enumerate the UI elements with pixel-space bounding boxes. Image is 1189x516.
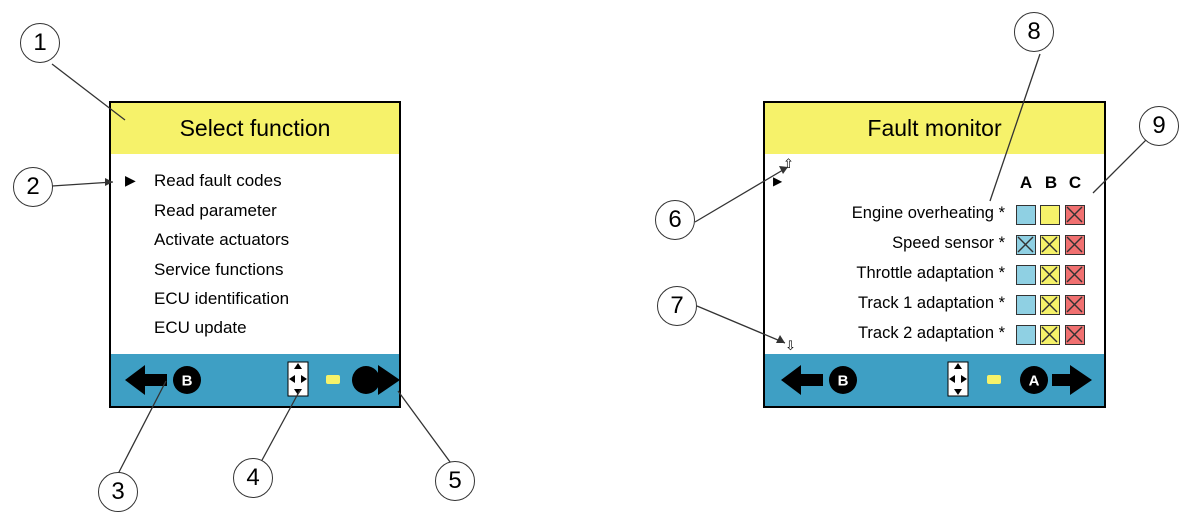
fault-status-cell-b — [1040, 205, 1060, 225]
fault-status-cell-b — [1040, 265, 1060, 285]
screen-title-bar: Select function — [111, 103, 399, 154]
callout-9: 9 — [1139, 106, 1179, 146]
status-indicator — [326, 375, 340, 384]
menu-item-read-parameter[interactable]: Read parameter — [154, 201, 277, 220]
menu-item-activate-actuators[interactable]: Activate actuators — [154, 230, 290, 249]
callout-5: 5 — [435, 461, 475, 501]
callout-7: 7 — [657, 286, 697, 326]
footer-bar: B A — [765, 354, 1104, 406]
callout-1: 1 — [20, 23, 60, 63]
fault-status-cell-b — [1040, 325, 1060, 345]
fault-status-cell-a — [1016, 325, 1036, 345]
menu-item-ecu-identification[interactable]: ECU identification — [154, 289, 290, 308]
fault-row-label[interactable]: Engine overheating * — [851, 204, 1005, 222]
select-function-screen: Select function ▶ Read fault codes Read … — [109, 101, 401, 408]
menu-item-ecu-update[interactable]: ECU update — [154, 318, 247, 337]
fault-status-cell-b — [1040, 295, 1060, 315]
column-header-c: C — [1068, 173, 1082, 192]
forward-arrow-icon[interactable]: A — [352, 363, 444, 397]
fault-status-cell-c — [1065, 295, 1085, 315]
fault-status-cell-a — [1016, 235, 1036, 255]
fault-status-cell-a — [1016, 265, 1036, 285]
fault-status-cell-c — [1065, 265, 1085, 285]
fault-row-label[interactable]: Speed sensor * — [892, 234, 1005, 252]
callout-4: 4 — [233, 458, 273, 498]
screen-title-bar: Fault monitor — [765, 103, 1104, 154]
button-a-label: A — [1029, 373, 1040, 390]
fault-monitor-screen: Fault monitor ⇧ ▶ ⇩ A B C Engine overhea… — [763, 101, 1106, 408]
callout-8: 8 — [1014, 12, 1054, 52]
fault-status-cell-a — [1016, 205, 1036, 225]
button-b-label: B — [182, 373, 193, 390]
selection-pointer-icon: ▶ — [125, 172, 136, 188]
fault-status-cell-a — [1016, 295, 1036, 315]
column-header-b: B — [1044, 173, 1058, 192]
fault-row-label[interactable]: Track 1 adaptation * — [857, 294, 1005, 312]
screen-title: Select function — [179, 115, 331, 141]
navigation-pad-icon[interactable] — [947, 361, 969, 397]
column-header-a: A — [1019, 173, 1033, 192]
menu-item-service-functions[interactable]: Service functions — [154, 260, 284, 279]
footer-bar: B A — [111, 354, 400, 406]
fault-status-cell-c — [1065, 205, 1085, 225]
selection-pointer-icon: ▶ — [773, 174, 783, 188]
screen-title: Fault monitor — [867, 115, 1002, 141]
status-indicator — [987, 375, 1001, 384]
forward-arrow-icon[interactable]: A — [1020, 363, 1100, 397]
menu-item-read-fault-codes[interactable]: Read fault codes — [154, 171, 282, 190]
fault-row-label[interactable]: Track 2 adaptation * — [857, 324, 1005, 342]
back-arrow-icon[interactable]: B — [125, 363, 205, 397]
scroll-down-icon[interactable]: ⇩ — [785, 338, 796, 353]
fault-status-cell-c — [1065, 235, 1085, 255]
fault-row-label[interactable]: Throttle adaptation * — [856, 264, 1005, 282]
scroll-up-icon[interactable]: ⇧ — [783, 156, 794, 171]
fault-status-cell-c — [1065, 325, 1085, 345]
back-arrow-icon[interactable]: B — [781, 363, 861, 397]
fault-status-cell-b — [1040, 235, 1060, 255]
navigation-pad-icon[interactable] — [287, 361, 309, 397]
button-b-label: B — [838, 373, 849, 390]
callout-3: 3 — [98, 472, 138, 512]
callout-2: 2 — [13, 167, 53, 207]
callout-6: 6 — [655, 200, 695, 240]
